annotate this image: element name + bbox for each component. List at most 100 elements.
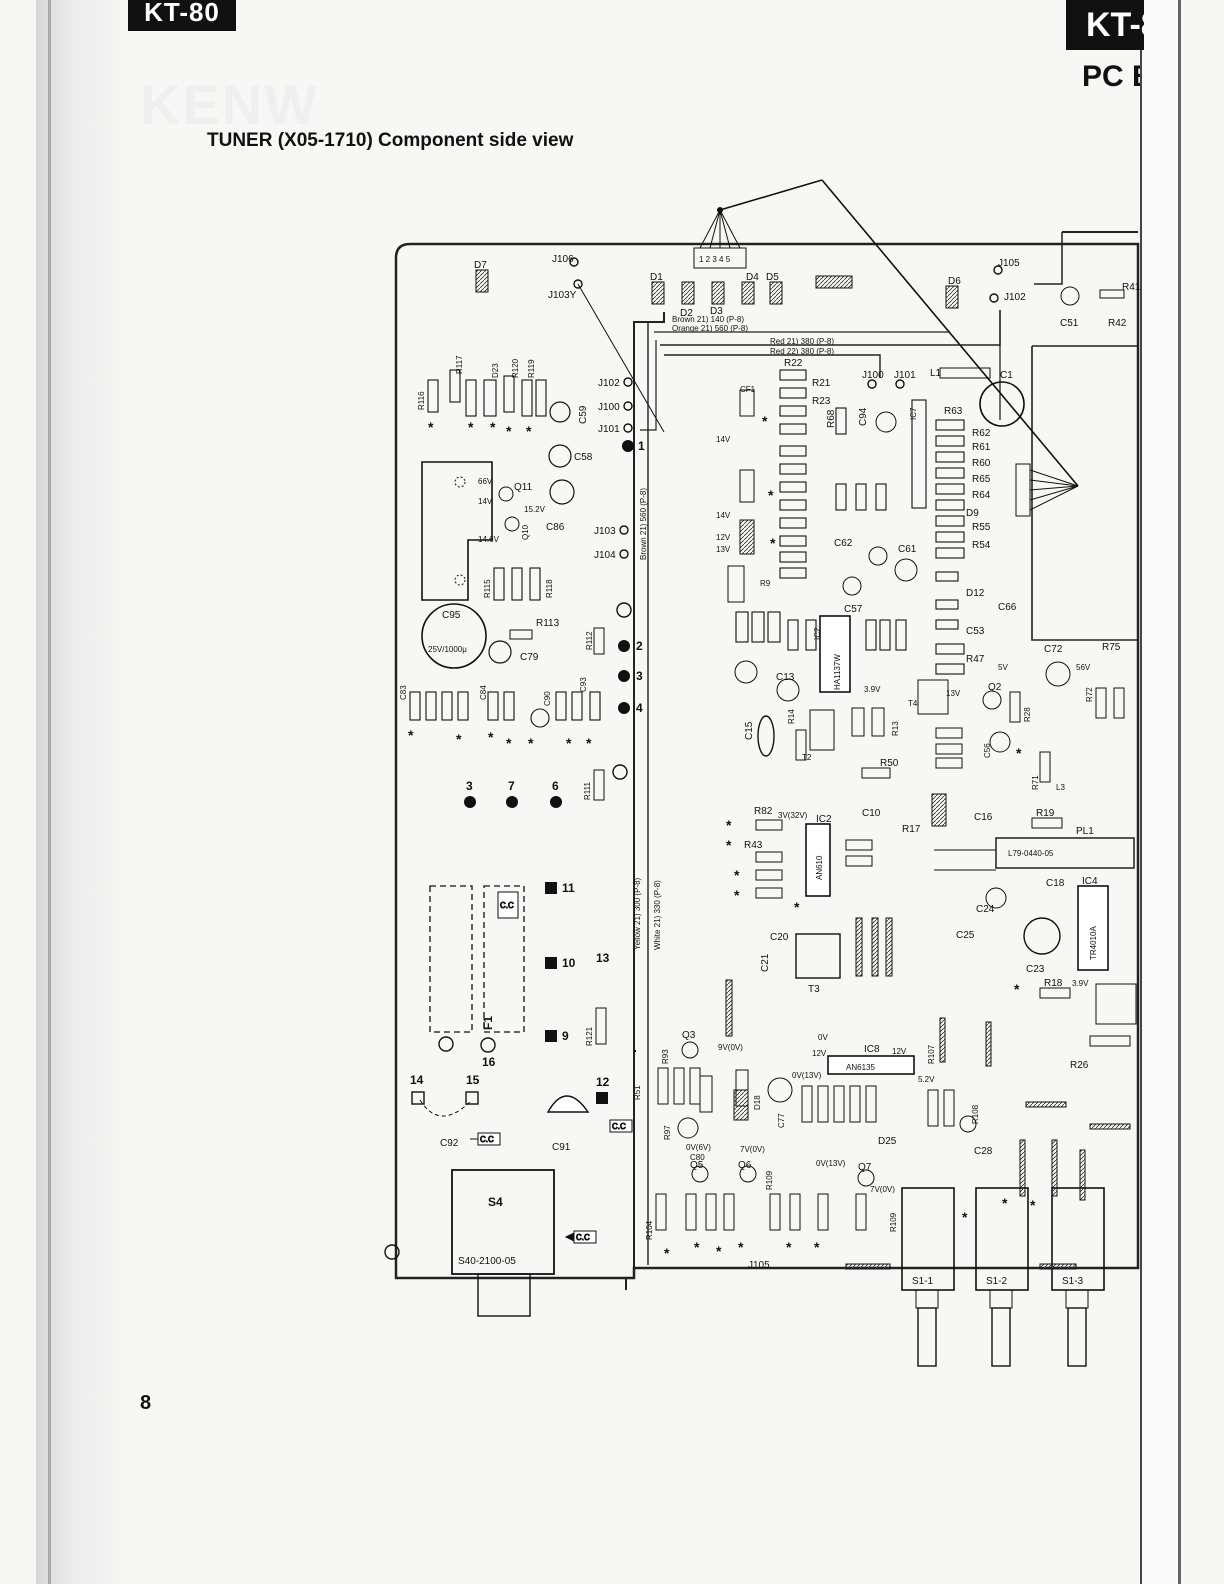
model-tab-left: KT-80 [128,0,236,31]
pcb-rect [487,691,499,721]
pcb-rect [449,369,461,403]
facing-page-edge [1140,0,1181,1584]
pcb-rect [835,407,847,435]
pcb-circle [618,702,630,714]
pcb-rect [769,1193,781,1231]
pcb-rect [699,1075,713,1113]
label-c62: C94 [858,407,869,426]
label-d1: D1 [650,272,663,283]
label-c1: C1 [1000,370,1013,381]
pcb-rect [441,691,453,721]
label-r50: R51 [633,1085,642,1100]
pcb-rect [769,281,783,305]
label-r47: R47 [966,654,985,665]
label-c25: C24 [976,904,995,915]
label-r19: R43 [744,840,763,851]
pcb-rect [425,691,437,721]
pcb-rect [917,679,949,715]
volt-0v-13v-b: 7V(0V) [870,1185,895,1194]
pcb-circle [619,525,629,535]
label-r55: R55 [972,522,991,533]
label-c72: C66 [998,602,1017,613]
pcb-circle [454,476,466,488]
pcb-rect [411,1091,425,1105]
pcb-rect [651,281,665,305]
label-c95: C95 [442,610,461,621]
pcb-rect [787,619,799,651]
label-r71: R71 [1031,775,1040,790]
ic2-part: AN610 [815,855,824,880]
pcb-text: J101 [894,370,916,381]
pad-label-12: 12 [596,1075,610,1089]
pcb-circle [548,444,572,468]
pcb-rect [801,1085,813,1123]
label-j105-bottom: J105 [748,1260,770,1271]
pcb-rect [1099,289,1125,299]
pcb-rect [409,691,421,721]
label-t4: T4 [908,699,918,708]
pcb-rect [477,1273,531,1317]
volt-9v-0v: 0V [818,1033,828,1042]
pad-label-6: 6 [552,779,559,793]
pcb-path [640,340,657,431]
pcb-line [1029,485,1079,501]
pcb-rect [465,1091,479,1105]
pcb-path [421,461,493,601]
pcb-rect [673,1067,685,1105]
pcb-circle [979,381,1025,427]
ic4-ref: IC4 [1082,876,1098,887]
pcb-rect [935,451,965,463]
pcb-rect [509,629,533,640]
label-q5: Q5 [690,1160,704,1171]
pad-label-4: 4 [636,701,643,715]
pcb-text: * [528,735,534,751]
pcb-line [699,209,721,249]
pcb-rect [935,643,965,655]
label-r130: R26 [1070,1060,1089,1071]
pcb-text: J102 [598,378,620,389]
ic2-ref: IC2 [816,814,832,825]
label-r14: R14 [787,709,796,724]
label-r109: R109 [765,1170,774,1190]
label-r18: R17 [902,824,921,835]
label-pl1: PL1 [1076,826,1094,837]
ic8-part: AN6135 [846,1063,875,1072]
pcb-rect [483,379,497,417]
pcb-rect [755,851,783,863]
label-s1-3: S1-3 [1062,1276,1084,1287]
pad-label-9: 9 [562,1029,569,1043]
pcb-polygon [564,1232,575,1242]
pcb-text: 25V/1000μ [428,645,467,654]
pcb-rect [995,837,1135,869]
label-c84: C84 [479,685,488,700]
pcb-text: * [566,735,572,751]
label-j103: J103 [594,526,616,537]
pad-label-3: 3 [636,669,643,683]
label-r22: R22 [784,358,803,369]
pcb-rect [755,819,783,831]
pcb-rect [1065,1289,1089,1309]
pcb-rect [871,707,885,737]
pcb-text: * [456,731,462,747]
pcb-rect [1079,1149,1086,1201]
pcb-line [821,179,1079,487]
pcb-circle [454,574,466,586]
label-d25: D25 [878,1136,897,1147]
pcb-rect [989,1289,1013,1309]
label-l1: L1 [930,368,942,379]
model-tab-right: KT-8 [1066,0,1144,50]
pcb-rect [809,709,835,751]
pcb-rect [1095,687,1107,719]
label-c51: C51 [1060,318,1079,329]
ic4-part: TR4010A [1089,926,1098,960]
pcb-rect [1039,987,1071,999]
pcb-circle [993,265,1003,275]
label-c15: C13 [776,672,795,683]
pcb-text: * [726,817,732,833]
pcb-text: * [664,1245,670,1261]
volt-12v: 12V [716,533,731,542]
pcb-text: * [786,1239,792,1255]
pcb-rect [935,743,963,755]
pcb-rect [429,885,473,1033]
pcb-circle [488,640,512,664]
